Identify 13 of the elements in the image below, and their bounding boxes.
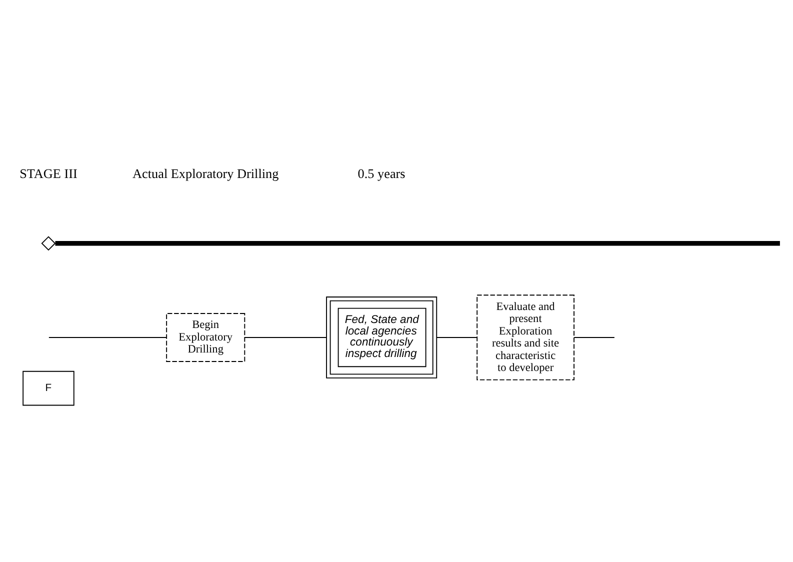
label: Actual Exploratory Drilling — [132, 166, 279, 181]
node-box: F — [22, 370, 74, 406]
node-box: Begin Exploratory Drilling — [166, 312, 246, 362]
label: 0.5 years — [358, 166, 406, 181]
connector — [574, 336, 615, 338]
label: STAGE III — [20, 166, 78, 181]
node-box: Evaluate and present Exploration results and site characteristic to developer — [476, 294, 574, 380]
node-box: Fed, State and local agencies continuously inspect drilling — [326, 296, 438, 378]
connector — [244, 336, 327, 338]
node-diamond — [41, 236, 56, 250]
connector — [55, 240, 780, 246]
connector — [48, 336, 167, 338]
connector — [436, 336, 478, 338]
